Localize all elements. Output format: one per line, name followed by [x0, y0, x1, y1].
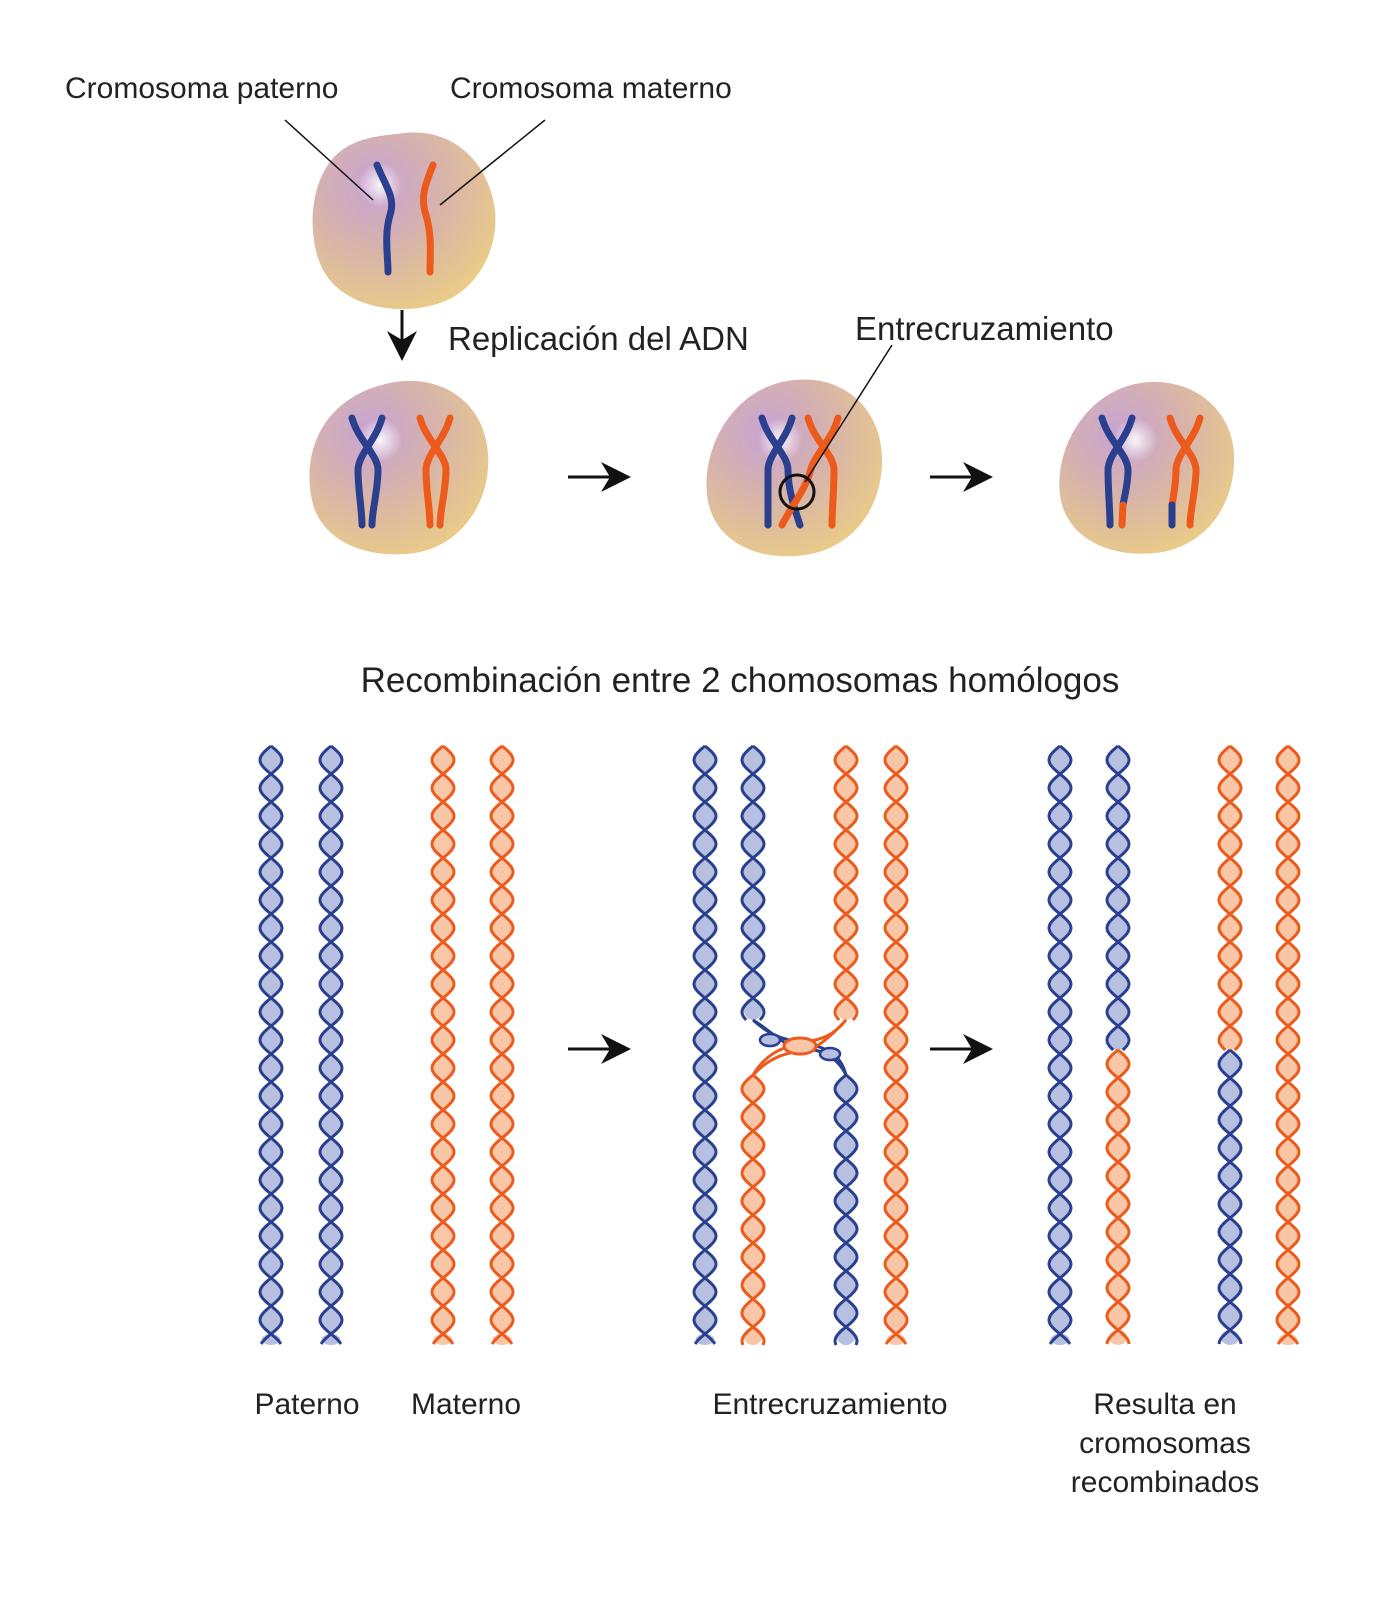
cell-body: [312, 132, 496, 310]
helix-result-recombined-2-top: [1217, 744, 1243, 1052]
crossover-strands: [751, 1018, 848, 1077]
section-title: Recombinación entre 2 chomosomas homólog…: [361, 661, 1120, 700]
recombined-chromatid-3: [1166, 414, 1200, 529]
paternal-chromatid-a: [348, 414, 382, 529]
cell-recombined: [1059, 381, 1235, 554]
label-paternal-chromosome: Cromosoma paterno: [65, 72, 338, 105]
helix-result-recombined-1-bottom: [1105, 1048, 1131, 1345]
pointer-line-maternal: [439, 119, 546, 206]
recombined-segment: [1118, 501, 1127, 529]
helix-result-paternal: [1047, 744, 1073, 1345]
recombined-chromatid-4: [1168, 414, 1204, 509]
helix-maternal-inner-bottom: [740, 1073, 766, 1346]
maternal-chromatid-b: [422, 414, 454, 529]
helix-result-recombined-1-top: [1105, 744, 1131, 1052]
helix-paternal-2: [318, 744, 344, 1345]
pointer-line-paternal: [284, 119, 374, 201]
label-dna-replication: Replicación del ADN: [448, 320, 749, 357]
cell-crossover: [706, 344, 893, 557]
label-crossover-top: Entrecruzamiento: [855, 310, 1114, 347]
helix-paternal-inner-bottom: [833, 1073, 859, 1346]
cell-body: [706, 379, 883, 557]
cell-replicated: [309, 380, 489, 555]
paternal-chromosome: [373, 161, 396, 276]
label-maternal-chromosome: Cromosoma materno: [450, 72, 732, 105]
helix-result-maternal: [1275, 744, 1301, 1345]
paternal-chromatid-a: [758, 414, 804, 529]
label-paternal: Paterno: [254, 1388, 359, 1421]
dna-helices: [258, 744, 1301, 1346]
crossover-circle: [778, 473, 816, 511]
label-crossover-bottom: Entrecruzamiento: [712, 1388, 947, 1421]
recombined-chromatid-2: [1104, 414, 1136, 529]
helix-result-recombined-2-bottom: [1217, 1048, 1243, 1345]
paternal-chromatid-b: [354, 414, 386, 529]
helix-maternal-1: [430, 744, 456, 1345]
cell-initial: [284, 119, 546, 310]
helix-maternal-outer: [883, 744, 909, 1345]
helix-paternal-outer: [692, 744, 718, 1345]
label-maternal: Materno: [411, 1388, 521, 1421]
cell-body: [309, 380, 489, 555]
helix-paternal-1: [258, 744, 284, 1345]
label-result-line2: cromosomas: [1079, 1427, 1251, 1460]
label-result-line1: Resulta en: [1093, 1388, 1236, 1421]
paternal-chromatid-b: [764, 414, 796, 529]
label-result-line3: recombinados: [1071, 1466, 1259, 1499]
pointer-line-crossover: [804, 344, 893, 483]
helix-maternal-2: [489, 744, 515, 1345]
maternal-chromosome: [419, 161, 437, 276]
recombined-chromatid-1: [1098, 414, 1132, 509]
cell-body: [1059, 381, 1235, 554]
helix-paternal-inner-top: [740, 744, 766, 1021]
helix-maternal-inner-top: [833, 744, 859, 1021]
maternal-chromatid-a: [804, 414, 838, 529]
maternal-chromatid-a: [416, 414, 450, 529]
